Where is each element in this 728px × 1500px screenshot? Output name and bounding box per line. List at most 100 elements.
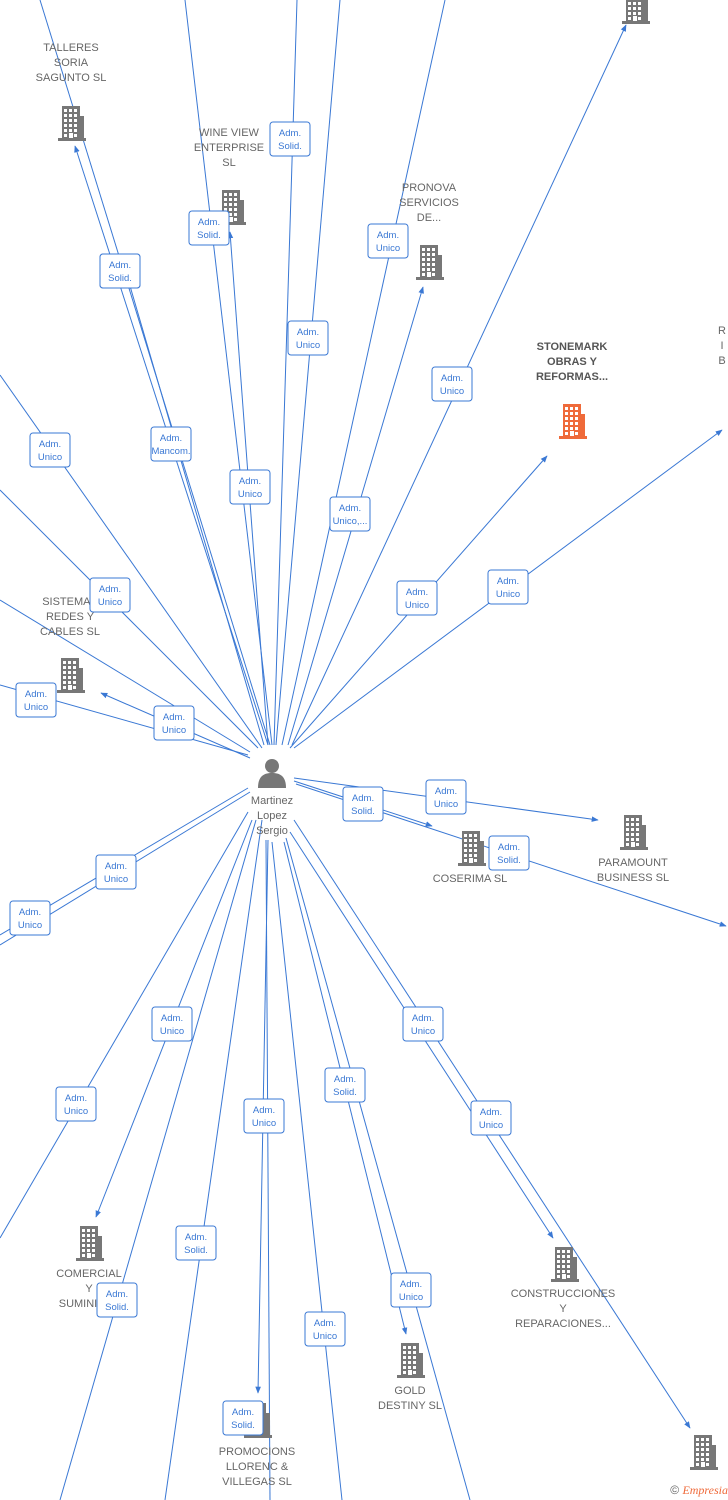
edge-role-label[interactable]: Adm.Unico	[390, 1272, 432, 1308]
svg-text:Adm.Unico: Adm.Unico	[434, 786, 458, 810]
footer-credit: © Empresia	[670, 1483, 728, 1498]
edge-role-label[interactable]: Adm.Solid.	[99, 253, 141, 289]
svg-text:Adm.Mancom.: Adm.Mancom.	[151, 433, 190, 457]
svg-text:Adm.Unico: Adm.Unico	[376, 230, 400, 254]
edge-role-label[interactable]: Adm.Solid.	[488, 835, 530, 871]
building-icon[interactable]	[76, 1226, 104, 1261]
svg-text:Adm.Solid.: Adm.Solid.	[184, 1232, 208, 1256]
edge-role-label[interactable]: Adm.Unico	[487, 569, 529, 605]
building-icon[interactable]	[57, 658, 85, 693]
person-icon[interactable]	[258, 759, 286, 788]
relation-edge	[0, 599, 251, 753]
edge-role-label[interactable]: Adm.Solid.	[175, 1225, 217, 1261]
brand-logo[interactable]: Empresia	[682, 1483, 728, 1497]
building-icon[interactable]	[690, 1435, 718, 1470]
svg-text:Adm.Solid.: Adm.Solid.	[231, 1407, 255, 1431]
edge-role-label[interactable]: Adm.Solid.	[96, 1282, 138, 1318]
company-label-coserima[interactable]: COSERIMA SL	[433, 873, 508, 885]
edge-role-label[interactable]: Adm.Unico	[470, 1100, 512, 1136]
svg-text:Adm.Unico: Adm.Unico	[496, 576, 520, 600]
relation-edge	[129, 285, 265, 746]
relation-edge	[59, 819, 257, 1500]
svg-text:Adm.Unico: Adm.Unico	[399, 1279, 423, 1303]
svg-text:Adm.Unico: Adm.Unico	[38, 439, 62, 463]
svg-text:Adm.Unico: Adm.Unico	[104, 861, 128, 885]
relation-edge	[275, 0, 341, 746]
edge-role-label[interactable]: Adm.Unico	[29, 432, 71, 468]
svg-text:Adm.Unico: Adm.Unico	[479, 1107, 503, 1131]
relation-edge	[265, 839, 271, 1500]
svg-text:Adm.Solid.: Adm.Solid.	[497, 842, 521, 866]
building-icon[interactable]	[458, 831, 486, 866]
svg-text:Adm.Unico: Adm.Unico	[162, 712, 186, 736]
svg-text:Adm.Unico: Adm.Unico	[238, 476, 262, 500]
edge-role-label[interactable]: Adm.Unico	[402, 1006, 444, 1042]
svg-text:Adm.Unico: Adm.Unico	[313, 1318, 337, 1342]
edge-role-label[interactable]: Adm.Unico,...	[329, 496, 371, 532]
building-icon[interactable]	[551, 1247, 579, 1282]
building-icon[interactable]	[559, 404, 587, 439]
building-icon[interactable]	[58, 106, 86, 141]
relation-edge	[281, 0, 446, 746]
svg-text:Adm.Unico: Adm.Unico	[98, 584, 122, 608]
svg-text:Adm.Unico: Adm.Unico	[64, 1093, 88, 1117]
edge-role-label[interactable]: Adm.Unico	[304, 1311, 346, 1347]
svg-text:Adm.Solid.: Adm.Solid.	[105, 1289, 129, 1313]
svg-text:Adm.Unico,...: Adm.Unico,...	[333, 503, 368, 527]
edge-role-label[interactable]: Adm.Unico	[431, 366, 473, 402]
edge-role-label[interactable]: Adm.Unico	[89, 577, 131, 613]
svg-text:Adm.Unico: Adm.Unico	[252, 1105, 276, 1129]
edge-role-label[interactable]: Adm.Solid.	[324, 1067, 366, 1103]
copyright-icon: ©	[670, 1483, 680, 1497]
edge-label-layer: Adm.Solid.Adm.Solid.Adm.Solid.Adm.UnicoA…	[9, 121, 530, 1436]
edge-role-label[interactable]: Adm.Unico	[151, 1006, 193, 1042]
edge-role-label[interactable]: Adm.Solid.	[269, 121, 311, 157]
edge-role-label[interactable]: Adm.Unico	[243, 1098, 285, 1134]
edge-role-label[interactable]: Adm.Unico	[95, 854, 137, 890]
edge-role-label[interactable]: Adm.Solid.	[342, 786, 384, 822]
edge-role-label[interactable]: Adm.Unico	[55, 1086, 97, 1122]
svg-text:Adm.Unico: Adm.Unico	[160, 1013, 184, 1037]
edge-role-label[interactable]: Adm.Unico	[287, 320, 329, 356]
svg-text:Adm.Solid.: Adm.Solid.	[278, 128, 302, 152]
edge-role-label[interactable]: Adm.Solid.	[188, 210, 230, 246]
svg-text:Adm.Solid.: Adm.Solid.	[333, 1074, 357, 1098]
svg-text:Adm.Solid.: Adm.Solid.	[351, 793, 375, 817]
building-icon[interactable]	[416, 245, 444, 280]
svg-text:Adm.Unico: Adm.Unico	[440, 373, 464, 397]
edge-role-label[interactable]: Adm.Unico	[367, 223, 409, 259]
relation-edge	[285, 837, 471, 1500]
building-icon[interactable]	[620, 815, 648, 850]
relation-edge	[0, 811, 249, 1239]
relation-edge	[184, 0, 273, 746]
svg-text:Adm.Unico: Adm.Unico	[18, 907, 42, 931]
edge-role-label[interactable]: Adm.Unico	[396, 580, 438, 616]
edge-role-label[interactable]: Adm.Unico	[229, 469, 271, 505]
relation-edge	[271, 841, 343, 1500]
svg-text:Adm.Unico: Adm.Unico	[296, 327, 320, 351]
edge-role-label[interactable]: Adm.Unico	[9, 900, 51, 936]
building-icon[interactable]	[622, 0, 650, 24]
svg-text:Adm.Unico: Adm.Unico	[405, 587, 429, 611]
edge-role-label[interactable]: Adm.Unico	[425, 779, 467, 815]
edge-role-label[interactable]: Adm.Mancom.	[150, 426, 192, 462]
edge-role-label[interactable]: Adm.Unico	[153, 705, 195, 741]
svg-text:Adm.Unico: Adm.Unico	[24, 689, 48, 713]
edge-role-label[interactable]: Adm.Solid.	[222, 1400, 264, 1436]
building-icon[interactable]	[397, 1343, 425, 1378]
edge-role-label[interactable]: Adm.Unico	[15, 682, 57, 718]
